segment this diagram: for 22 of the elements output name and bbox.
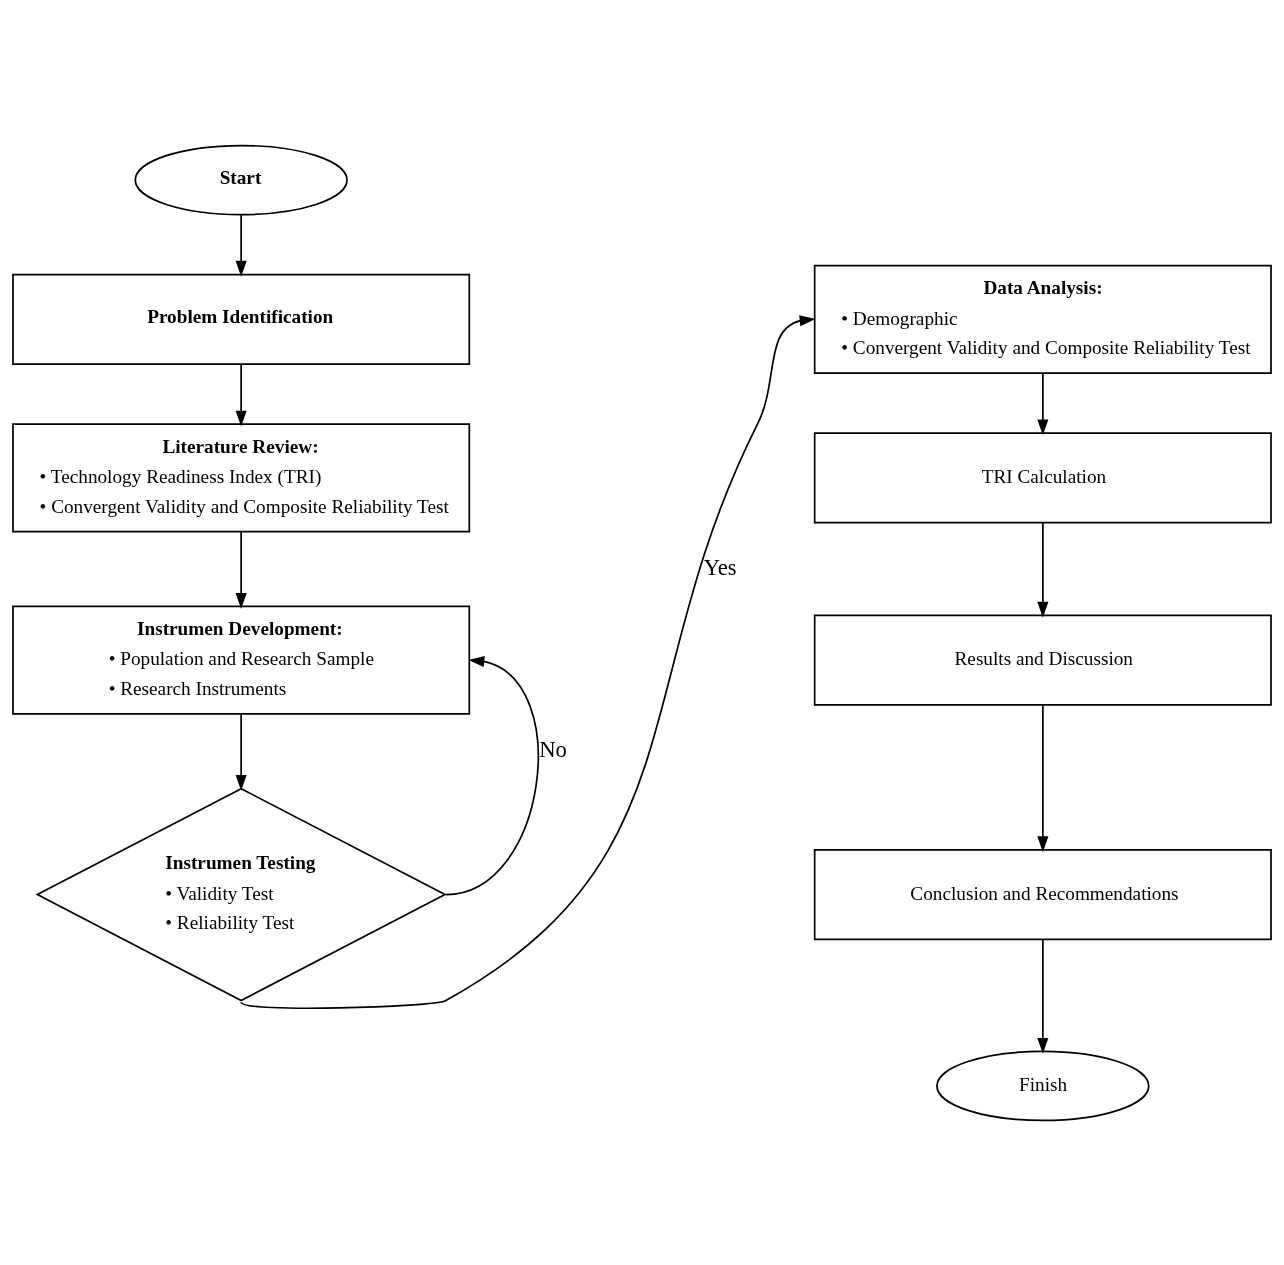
node-box: Results and Discussion — [813, 614, 1272, 706]
node-box: Instrumen Development: • Population and Research Sample • Research Instruments — [12, 605, 471, 715]
arrow — [235, 530, 247, 609]
arrow — [445, 655, 540, 895]
node-box: Problem Identification — [12, 273, 471, 365]
arrow — [240, 314, 816, 1009]
node-box: Conclusion and Recommendations — [813, 848, 1272, 940]
arrow — [1037, 938, 1049, 1054]
node-diamond: Instrumen Testing • Validity Test • Reliability Test — [35, 787, 447, 1001]
node-box: TRI Calculation — [813, 431, 1272, 523]
arrow — [1037, 521, 1049, 618]
node-box: Literature Review: • Technology Readiness Index (TRI) • Convergent Validity and Composite Reliability Test — [12, 422, 471, 532]
node-ellipse: Start — [134, 144, 348, 215]
arrow — [1037, 372, 1049, 435]
arrow — [1037, 703, 1049, 852]
arrow — [235, 712, 247, 791]
node-ellipse: Finish — [936, 1050, 1150, 1121]
node-box: Data Analysis: • Demographic • Convergent Validity and Composite Reliability Test — [813, 264, 1272, 374]
edge-label: Yes — [703, 554, 737, 580]
edge-label: No — [539, 736, 567, 762]
arrow — [235, 363, 247, 427]
arrow — [235, 213, 247, 277]
